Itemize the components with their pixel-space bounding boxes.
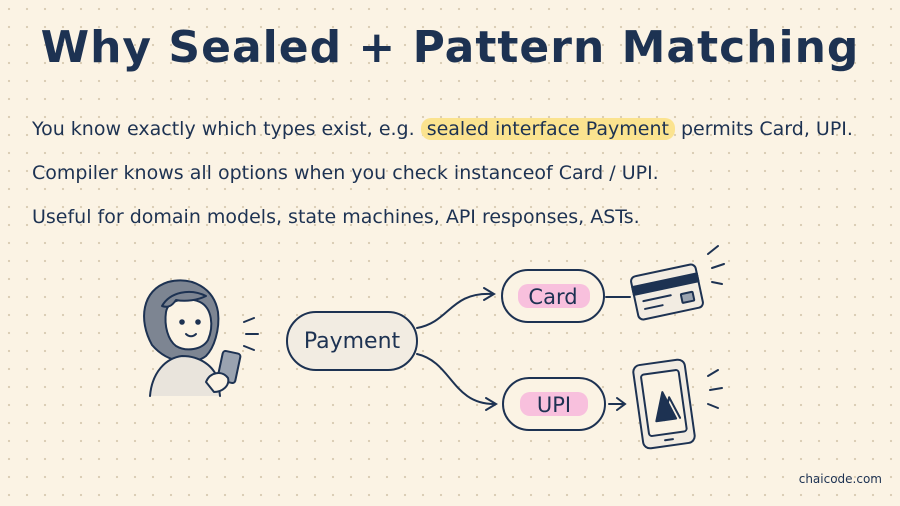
explanation-line-2: Compiler knows all options when you chec… [32, 162, 659, 184]
arrow-to-upi [416, 353, 495, 405]
page-title: Why Sealed + Pattern Matching [40, 22, 860, 73]
upi-node-label: UPI [537, 393, 571, 417]
explanation-line-3: Useful for domain models, state machines… [32, 206, 640, 228]
explanation-text: You know exactly which types exist, e.g.… [32, 114, 882, 246]
credit-watermark: chaicode.com [798, 472, 882, 486]
payment-node-label: Payment [304, 329, 401, 354]
line-1-suffix: permits Card, UPI. [674, 118, 853, 140]
branch-arrows [416, 287, 498, 411]
sealed-interface-highlight: sealed interface Payment [420, 118, 675, 140]
arrow-to-card [416, 292, 493, 329]
line-1-prefix: You know exactly which types exist, e.g. [32, 118, 421, 140]
payment-node: Payment [286, 311, 418, 371]
icon-arrows [605, 296, 631, 411]
phone-upi-icon [632, 358, 723, 450]
explanation-line-1: You know exactly which types exist, e.g.… [32, 114, 882, 158]
person-with-phone-illustration [143, 279, 259, 397]
credit-card-icon [630, 245, 725, 321]
card-node-label: Card [528, 285, 577, 309]
card-node: Card [501, 269, 605, 323]
upi-node: UPI [502, 377, 606, 431]
